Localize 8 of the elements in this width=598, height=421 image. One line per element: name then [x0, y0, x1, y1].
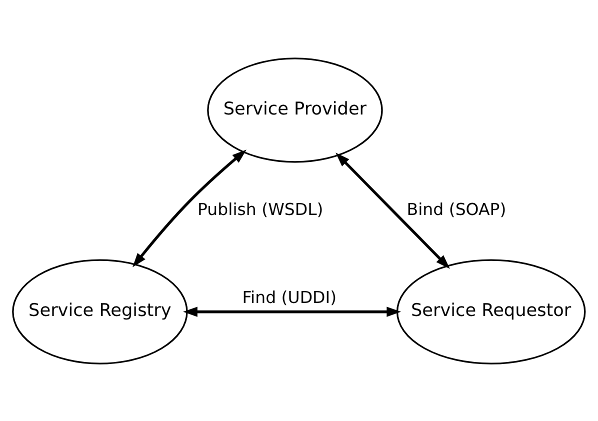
- arrow: [132, 149, 246, 267]
- node-ellipse: Service Requestor: [396, 258, 586, 364]
- edge-label: Find (UDDI): [242, 287, 337, 306]
- edge-label: Bind (SOAP): [406, 199, 506, 218]
- node-ellipse: Service Registry: [12, 258, 188, 364]
- arrow: [183, 306, 402, 316]
- edge-label: Publish (WSDL): [197, 199, 324, 218]
- arrow: [336, 152, 450, 268]
